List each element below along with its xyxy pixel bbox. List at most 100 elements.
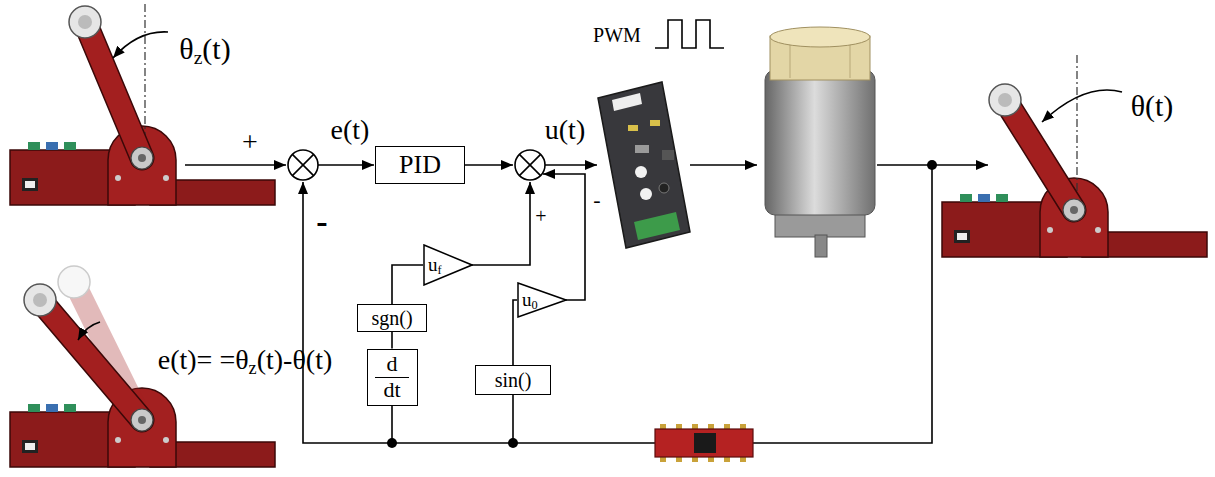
subscript: f	[438, 263, 442, 277]
motor-driver-board	[634, 212, 680, 240]
control-signal-line	[545, 164, 597, 166]
angle-label: θz(t)	[179, 32, 230, 65]
block-connector	[391, 332, 393, 349]
pendulum-error	[78, 322, 100, 340]
pendulum-output	[1005, 100, 1074, 210]
pendulum-reference	[85, 22, 142, 158]
sign-label: +	[242, 127, 258, 158]
gain-triangle: u0	[517, 282, 567, 318]
junction-dot	[508, 438, 518, 448]
pendulum-error	[40, 300, 142, 420]
summing-junction	[515, 150, 545, 180]
junction-dot	[387, 160, 937, 448]
subscript: 0	[532, 298, 538, 312]
pendulum-reference	[131, 147, 153, 169]
block-text: d	[375, 352, 409, 378]
feedback-branch-line	[391, 406, 393, 444]
block-text: dt	[383, 378, 400, 402]
motor-driver-board	[628, 125, 638, 131]
pendulum-reference	[113, 32, 168, 58]
block-text: u0	[522, 290, 538, 311]
pendulum-output	[1076, 55, 1077, 200]
pendulum-output	[1042, 90, 1122, 122]
pid-block: PID	[375, 146, 465, 184]
pendulum-output	[1005, 100, 1074, 210]
sign-label: +	[535, 205, 546, 227]
pendulum-error	[58, 266, 90, 298]
dc-motor	[770, 27, 870, 47]
pendulum-error	[138, 416, 146, 424]
pwm-waveform	[655, 20, 724, 48]
summing-junction	[519, 154, 540, 175]
motor-driver-board	[598, 82, 690, 248]
feedback-branch-line	[512, 395, 514, 443]
dc-motor	[815, 235, 827, 257]
gain-triangle-shape	[518, 283, 566, 317]
pendulum-reference	[138, 154, 146, 162]
angle-label: θ(t)	[1131, 89, 1174, 122]
subscript: z	[194, 46, 203, 67]
summing-junction	[515, 150, 545, 180]
pendulum-error	[131, 409, 153, 431]
encoder-chip	[655, 429, 753, 457]
motor-driver-board	[662, 150, 674, 160]
pendulum-output	[989, 84, 1021, 116]
pendulum-reference	[69, 6, 101, 38]
gravity-compensation-line	[543, 174, 585, 300]
pendulum-reference	[78, 15, 92, 29]
junction-dot	[387, 438, 397, 448]
pendulum-error	[33, 293, 47, 307]
derivative-block: ddt	[367, 349, 418, 406]
signal-label: u(t)	[545, 115, 585, 146]
block-text: PID	[399, 151, 441, 180]
pendulum-reference	[85, 22, 142, 158]
pendulum-output	[942, 55, 1207, 257]
pwm-signal-line	[690, 164, 757, 166]
block-text: sgn()	[371, 307, 412, 329]
pwm-label: PWM	[593, 24, 641, 46]
gain-triangle-shape	[424, 245, 472, 285]
pendulum-output	[1070, 206, 1078, 214]
motor-driver-board	[659, 183, 669, 193]
motor-driver-board	[612, 93, 642, 111]
pendulum-output	[998, 93, 1012, 107]
block-connector	[392, 265, 423, 304]
summing-junction	[288, 150, 318, 180]
motor-driver-board	[635, 166, 647, 178]
gain-triangle: uf	[423, 244, 473, 286]
motor-driver-board	[635, 145, 649, 153]
encoder-chip	[655, 424, 753, 462]
encoder-chip	[694, 433, 716, 453]
reference-signal-line	[185, 164, 286, 166]
sine-function-block: sin()	[475, 365, 551, 395]
dc-motor	[765, 27, 875, 257]
block-text: uf	[428, 255, 442, 276]
summing-junction	[288, 150, 318, 180]
block-text: sin()	[495, 369, 532, 391]
error-signal-line	[318, 164, 374, 166]
sign-label: -	[316, 203, 327, 240]
pendulum-reference	[144, 4, 145, 150]
pendulum-reference	[10, 4, 275, 205]
summing-junction	[519, 154, 540, 175]
sign-function-block: sgn()	[357, 304, 427, 332]
pendulum-error	[40, 300, 142, 420]
pendulum-output	[1063, 199, 1085, 221]
friction-compensation-line	[472, 182, 530, 265]
motor-driver-board	[650, 120, 660, 126]
motor-driver-board	[598, 82, 690, 248]
pid-output-line	[465, 164, 513, 166]
junction-dot	[927, 160, 937, 170]
summing-junction	[292, 154, 313, 175]
pendulum-error	[24, 284, 56, 316]
sign-label: -	[593, 188, 600, 212]
summing-junction	[292, 154, 313, 175]
block-connector	[513, 300, 517, 365]
equation-label: e(t)= =θz(t)-θ(t)	[158, 345, 333, 376]
dc-motor	[765, 70, 875, 215]
signal-label: e(t)	[331, 115, 370, 146]
subscript: z	[249, 357, 257, 377]
